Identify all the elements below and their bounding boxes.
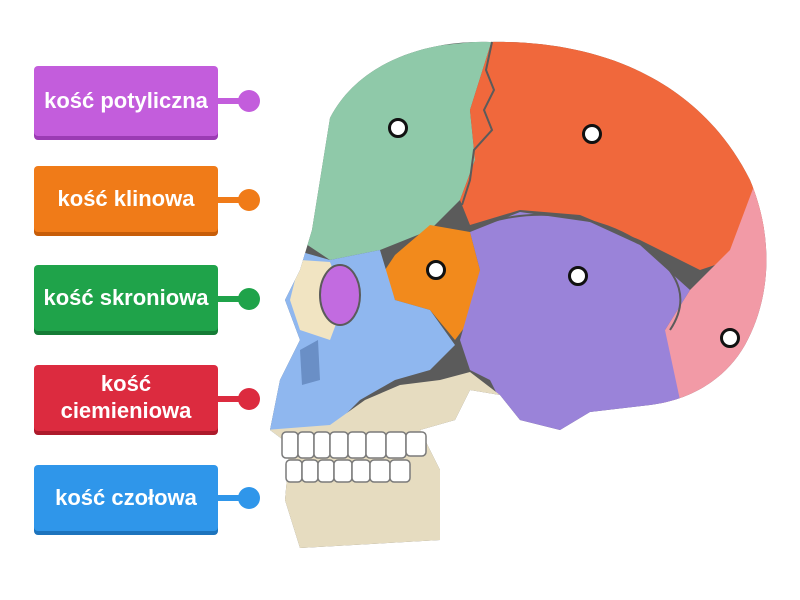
eye-orbit	[319, 264, 361, 326]
nasal-cavity	[300, 340, 320, 385]
label-text: kość skroniowa	[43, 284, 209, 310]
temporal-suture	[469, 213, 682, 331]
connector-knob[interactable]	[238, 487, 260, 509]
label-text: kość klinowa	[57, 185, 195, 211]
connector-line	[218, 197, 244, 203]
lower-teeth	[285, 459, 411, 483]
connector-line	[218, 396, 244, 402]
upper-teeth	[281, 431, 427, 459]
coronal-suture	[461, 41, 496, 206]
orange-bone-region	[385, 225, 480, 340]
label-tile-klinowa[interactable]: kość klinowa	[34, 166, 218, 232]
connector-knob[interactable]	[238, 189, 260, 211]
drop-target[interactable]	[720, 328, 740, 348]
label-text: kość ciemieniowa	[60, 371, 192, 423]
label-text: kość potyliczna	[44, 87, 208, 113]
connector-line	[218, 495, 244, 501]
connector-line	[218, 98, 244, 104]
drop-target[interactable]	[568, 266, 588, 286]
connector-line	[218, 296, 244, 302]
connector-knob[interactable]	[238, 388, 260, 410]
label-text: kość czołowa	[55, 484, 197, 510]
label-tile-skroniowa[interactable]: kość skroniowa	[34, 265, 218, 331]
connector-knob[interactable]	[238, 90, 260, 112]
drop-target[interactable]	[426, 260, 446, 280]
label-tile-ciemieniowa[interactable]: kość ciemieniowa	[34, 365, 218, 431]
connector-knob[interactable]	[238, 288, 260, 310]
label-tile-potyliczna[interactable]: kość potyliczna	[34, 66, 218, 136]
green-bone-region	[300, 41, 492, 260]
label-tile-czolowa[interactable]: kość czołowa	[34, 465, 218, 531]
drop-target[interactable]	[388, 118, 408, 138]
drop-target[interactable]	[582, 124, 602, 144]
purple-bone-region	[460, 212, 690, 440]
